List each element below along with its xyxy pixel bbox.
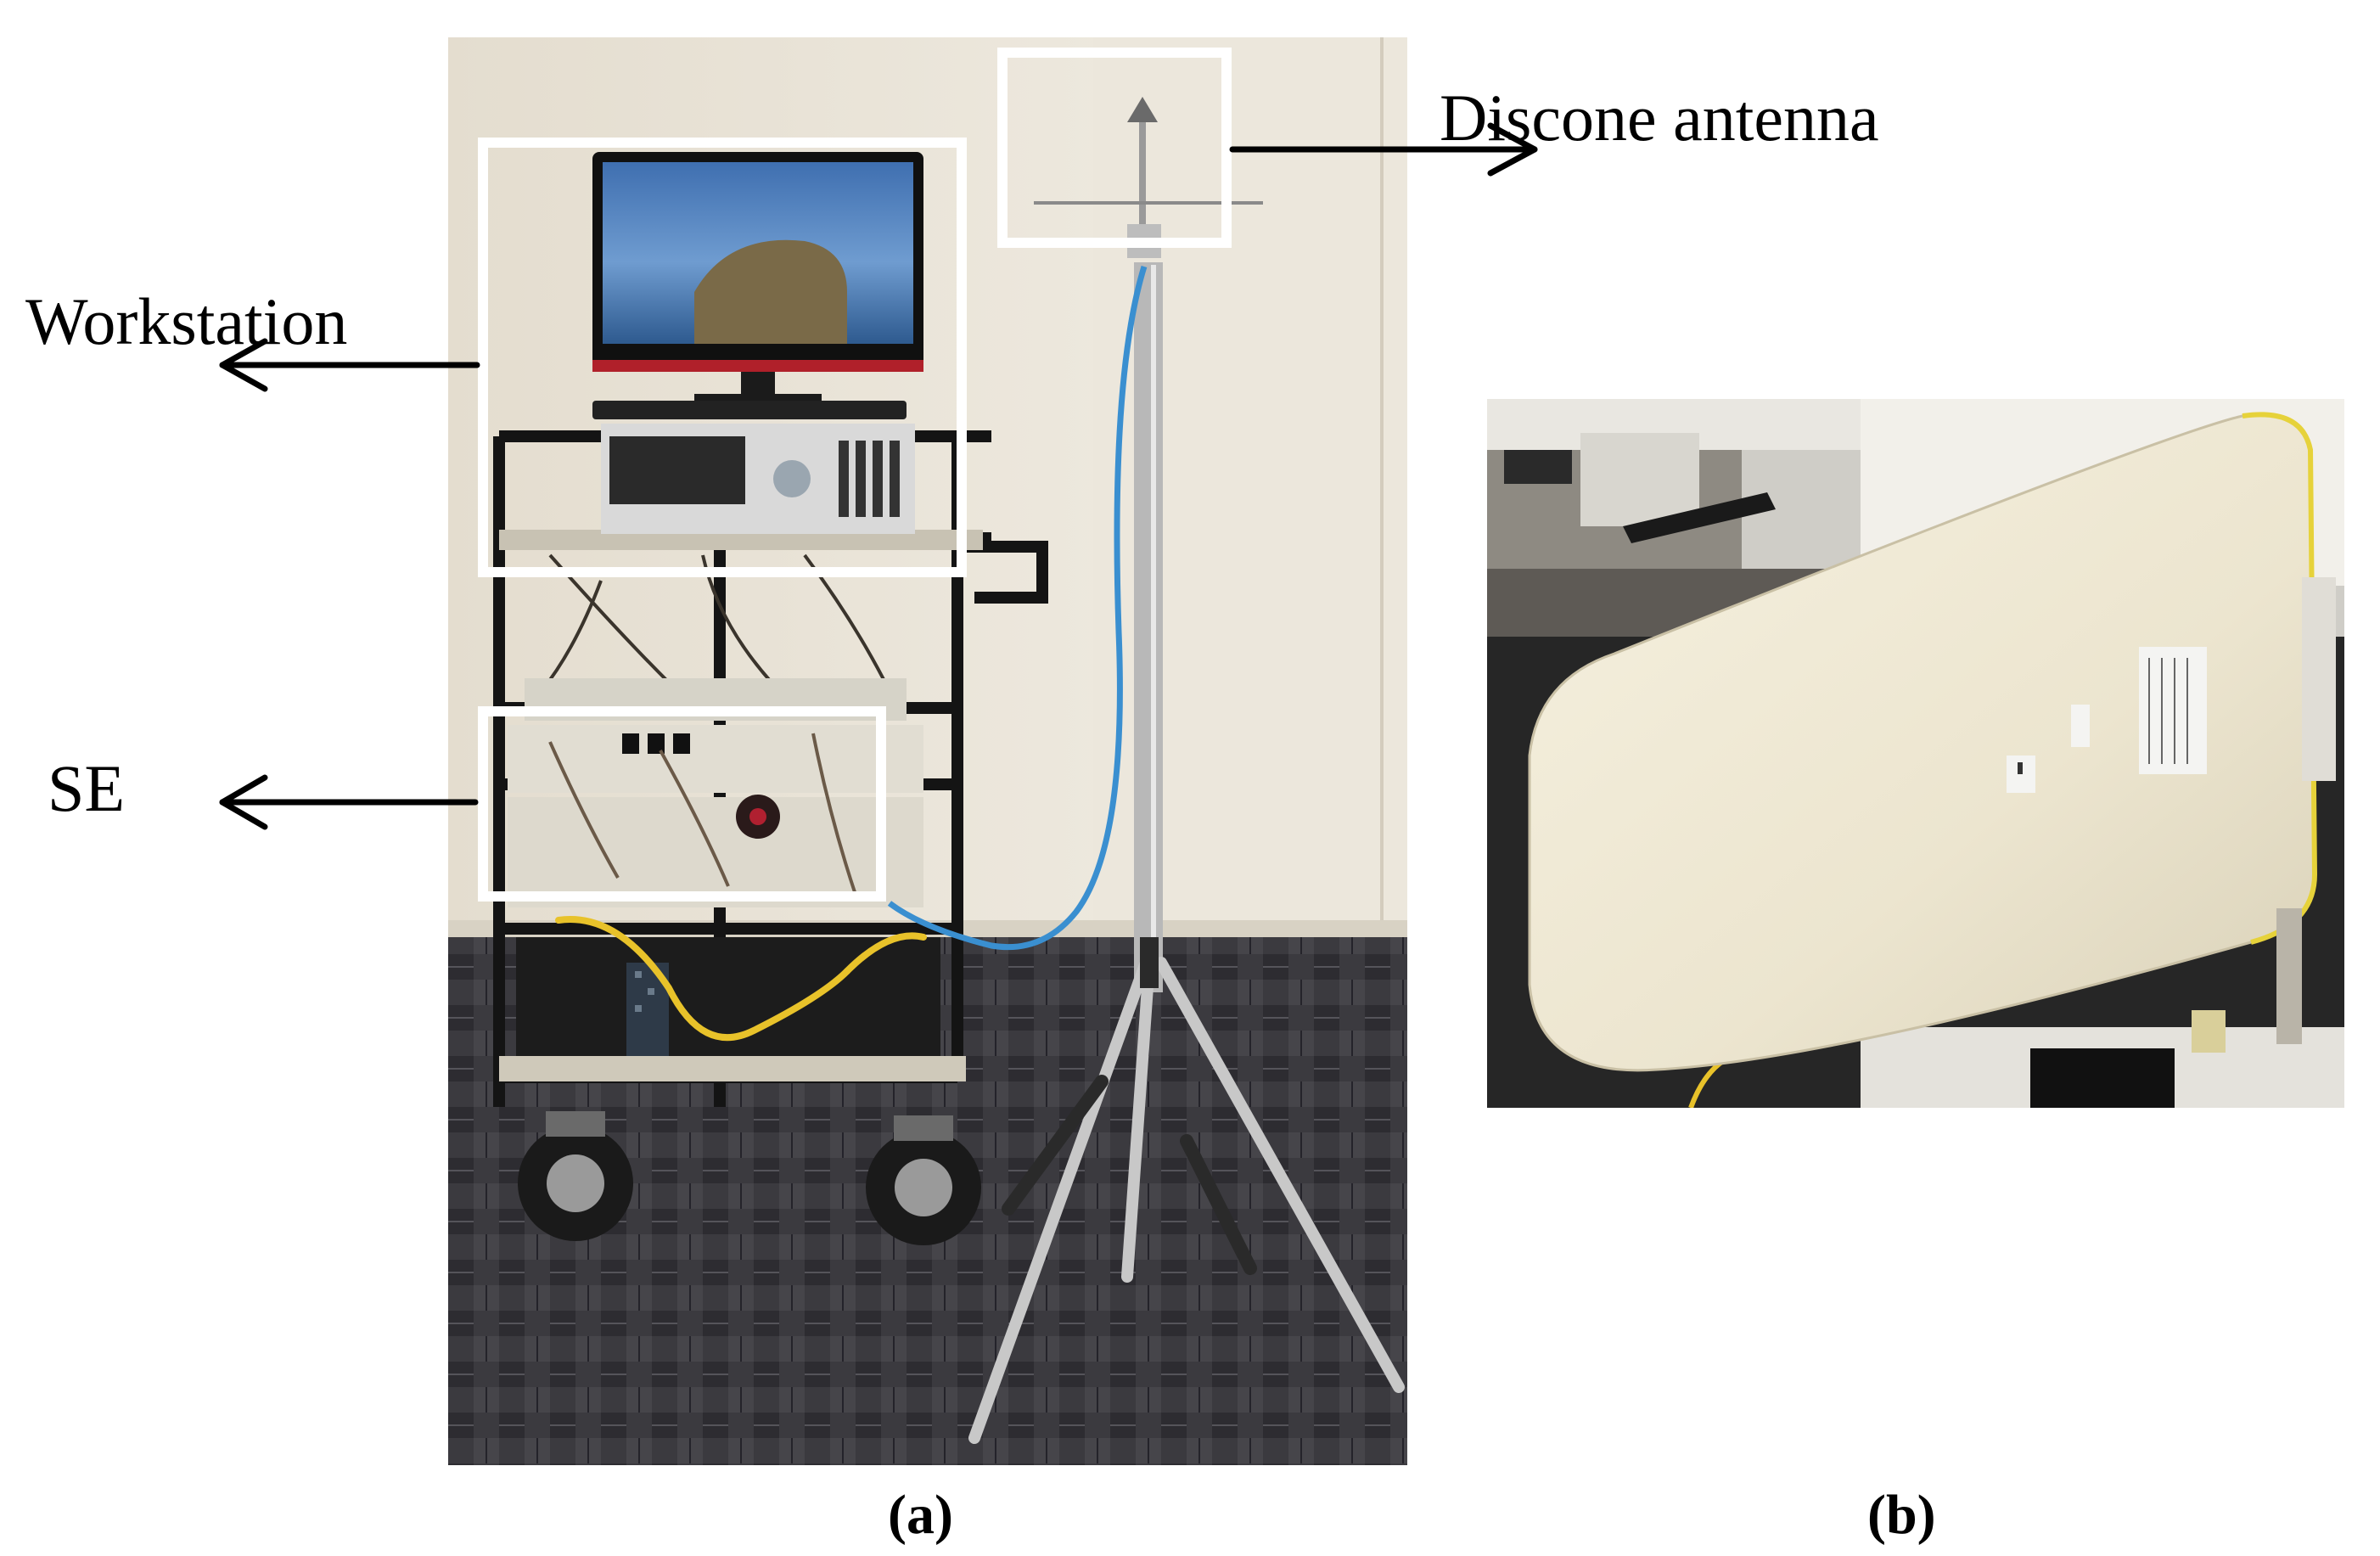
- se-label: SE: [48, 751, 126, 825]
- antenna-arrowhead: [1487, 122, 1538, 177]
- antenna-highlight-box: [997, 48, 1232, 248]
- panel-antenna-photo: [1487, 399, 2344, 1108]
- se-highlight-box: [478, 706, 886, 902]
- workstation-arrowhead: [219, 338, 268, 392]
- workstation-label: Workstation: [25, 284, 348, 358]
- workstation-highlight-box: [478, 138, 967, 577]
- caption-b: (b): [1867, 1484, 1936, 1546]
- caption-a: (a): [888, 1484, 953, 1546]
- se-arrowhead: [219, 774, 268, 830]
- photo-panel-b: [1487, 399, 2344, 1108]
- equipment-cart-photo: [448, 37, 1407, 1465]
- photo-panel-a: [448, 37, 1407, 1465]
